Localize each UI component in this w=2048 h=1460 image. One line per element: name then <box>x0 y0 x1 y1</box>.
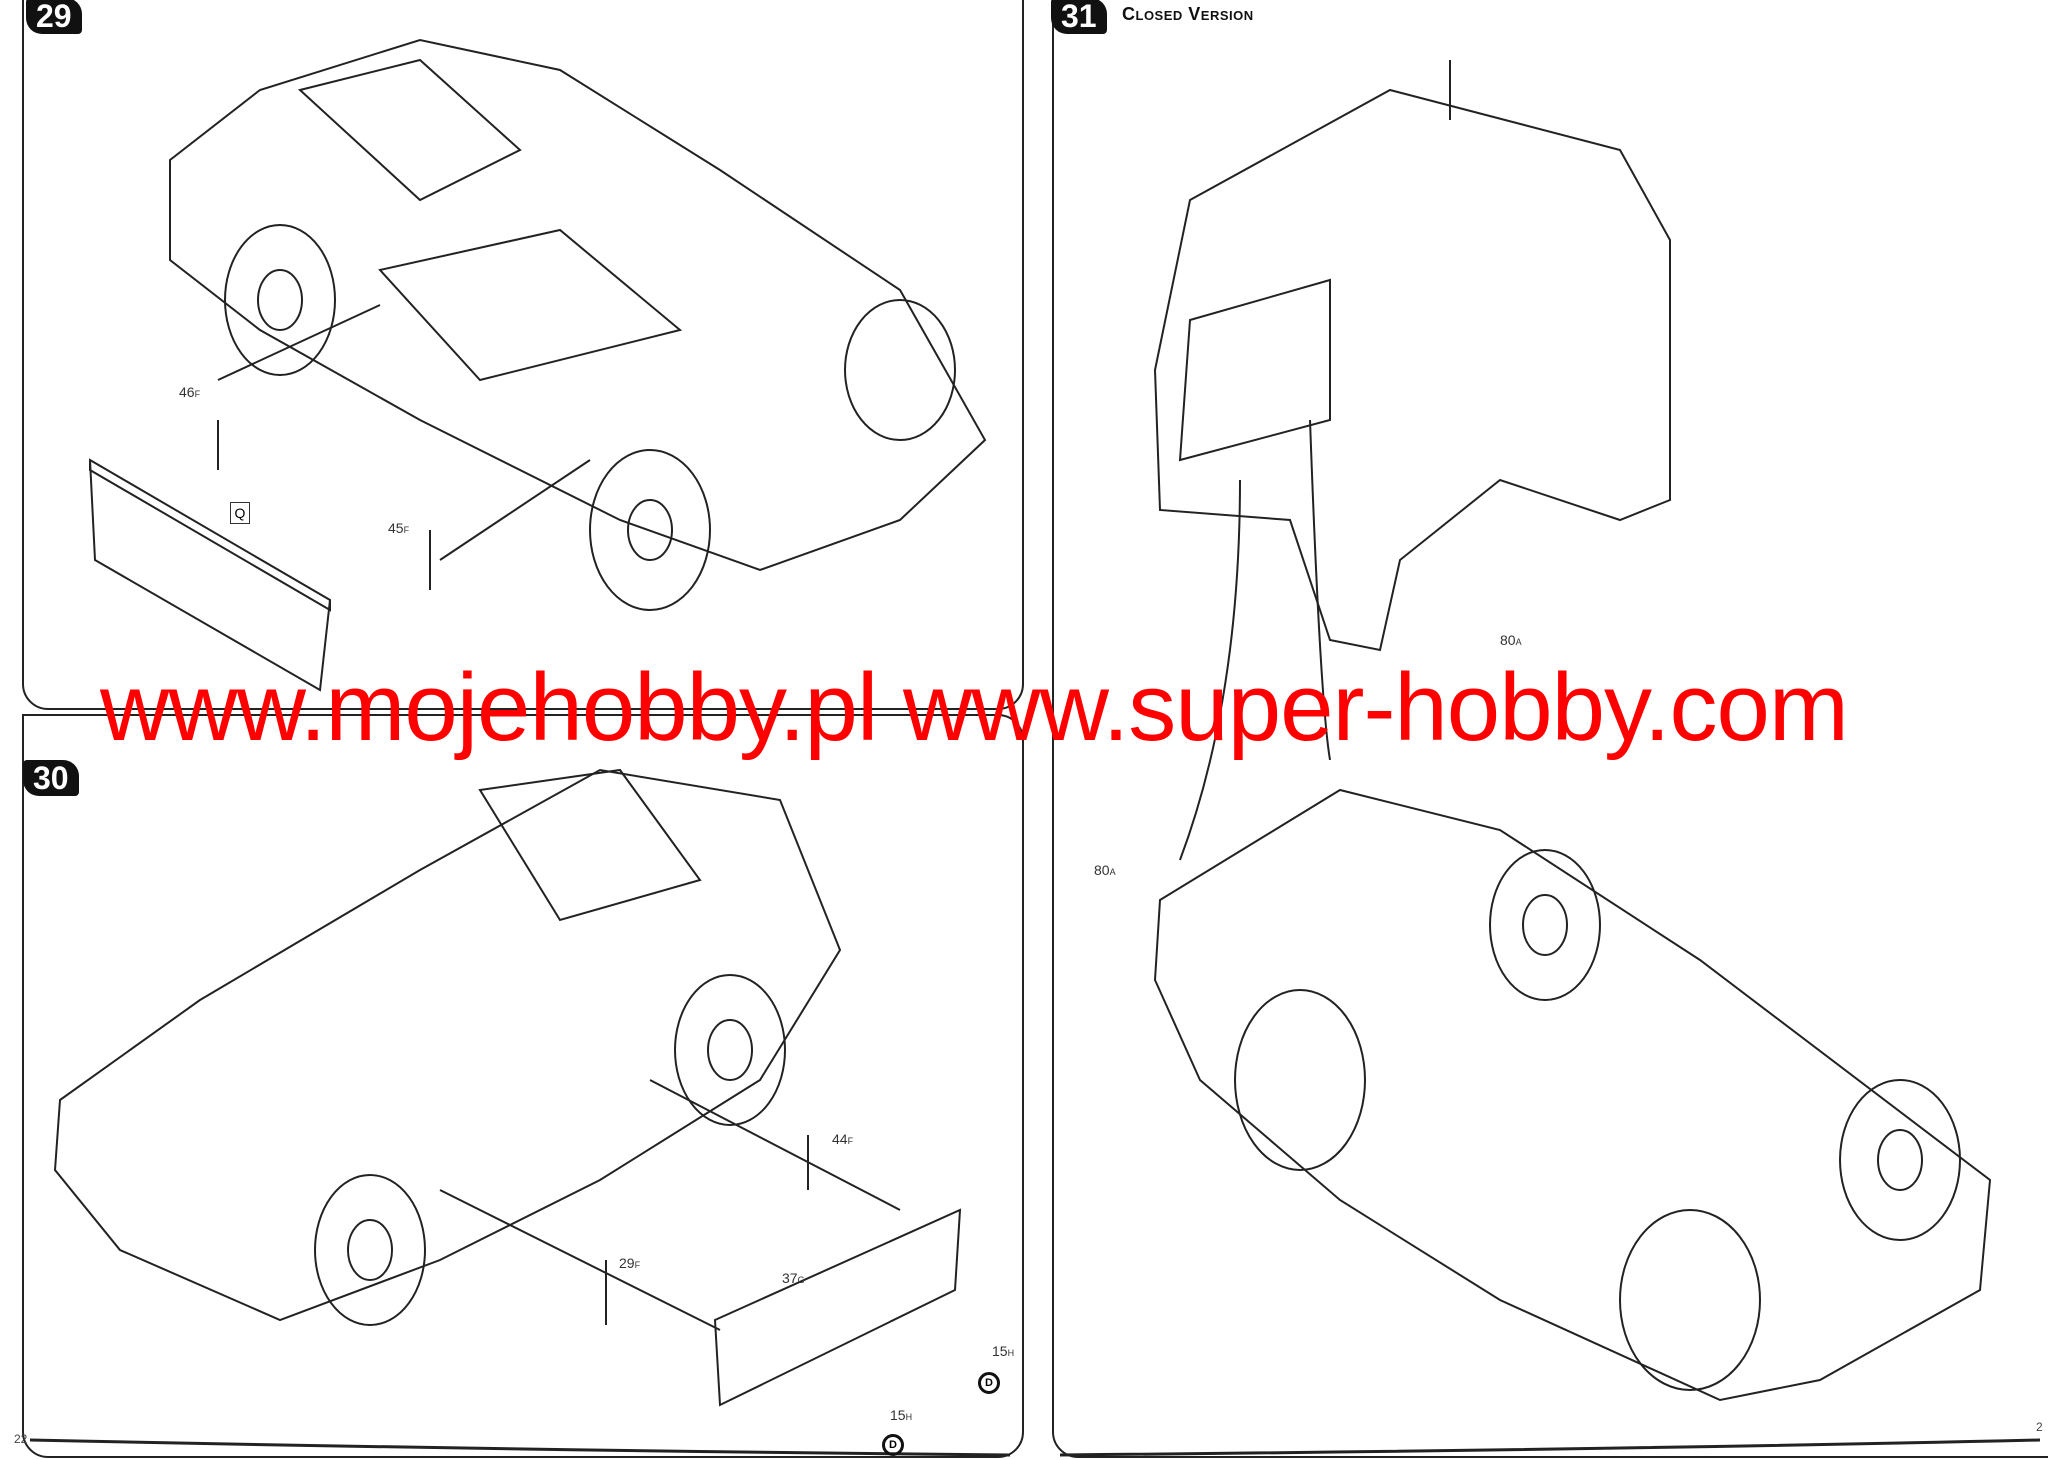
part-label-45F: 45F <box>388 520 410 536</box>
part-label-80A: 80A <box>1500 632 1522 648</box>
part-label-15H: 15H <box>890 1407 913 1423</box>
part-label-37G: 37G <box>782 1270 805 1286</box>
page-bottom-curve <box>29 1438 2041 1457</box>
step-31-badge: 31 <box>1051 0 1107 34</box>
part-label-29F: 29F <box>619 1255 641 1271</box>
part-label-46F: 46F <box>179 384 201 400</box>
watermark-text: www.mojehobby.pl www.super-hobby.com <box>100 654 1849 761</box>
step-31-title: Closed Version <box>1122 4 1254 24</box>
step-31-cab-drawing <box>1153 60 1671 861</box>
marker-Q: Q <box>230 502 250 524</box>
step-30-panel <box>22 714 1024 1458</box>
step-30-chassis-drawing <box>53 768 962 1407</box>
part-label-15H: 15H <box>992 1343 1015 1359</box>
part-label-44F: 44F <box>832 1131 854 1147</box>
step-31-truck-drawing <box>1153 788 1992 1402</box>
step-30-badge: 30 <box>23 760 79 796</box>
step-29-panel <box>22 0 1024 710</box>
page-number-right: 2 <box>2036 1420 2043 1434</box>
page-number-left: 22 <box>14 1432 28 1446</box>
decal-marker-D: D <box>882 1434 904 1456</box>
decal-marker-D: D <box>978 1372 1000 1394</box>
step-29-chassis-drawing <box>89 38 987 692</box>
step-29-badge: 29 <box>26 0 82 34</box>
part-label-80A: 80A <box>1094 862 1116 878</box>
